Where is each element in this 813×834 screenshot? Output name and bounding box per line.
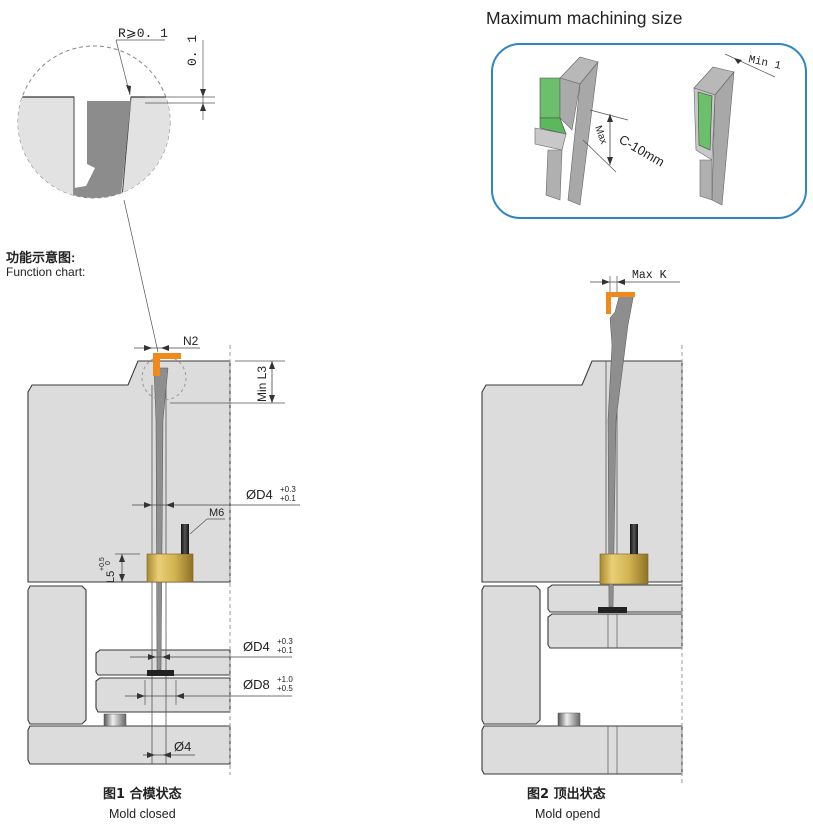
stop-pin	[103, 713, 127, 727]
d8-tol-upper: +1.0	[277, 675, 293, 684]
m6-label: M6	[209, 507, 224, 519]
support-block	[27, 585, 87, 725]
d8-label: ØD8	[243, 677, 270, 692]
pin-head	[598, 607, 627, 613]
n2-label: N2	[183, 334, 199, 348]
l5-tol-lower: 0	[105, 561, 112, 565]
d4-top-tol-lower: +0.1	[280, 494, 296, 503]
cavity-plate	[27, 360, 231, 583]
clamp-plate	[481, 725, 683, 775]
figure-2-mold-opened: Max K 图2 顶出状态 Mold opend	[481, 269, 683, 821]
cavity-plate	[481, 360, 683, 583]
insert-orange	[606, 292, 635, 314]
detail-magnified-view: R⩾0. 1 0. 1	[17, 26, 215, 353]
radius-label: R⩾0. 1	[118, 26, 168, 41]
panel-title: Maximum machining size	[486, 8, 682, 28]
machining-size-panel: Maximum machining size Max C-10mm	[486, 8, 807, 219]
brass-guide-block	[599, 553, 649, 585]
d4-top-label: ØD4	[246, 487, 273, 502]
gap-label: 0. 1	[185, 35, 200, 66]
m6-screw	[630, 524, 638, 554]
figure1-caption-en: Mold closed	[109, 807, 176, 821]
pin-head	[147, 670, 174, 676]
max-k-label: Max K	[632, 269, 667, 282]
d4-bottom-label: ØD4	[243, 639, 270, 654]
ejector-plate	[95, 677, 231, 713]
part-right-illustration: Min 1	[693, 53, 782, 206]
figure2-caption-en: Mold opend	[535, 807, 600, 821]
support-block	[481, 585, 541, 725]
dia4-label: Ø4	[174, 739, 191, 754]
insert-orange	[153, 353, 181, 376]
min-l3-label: Min L3	[255, 366, 269, 402]
figure-1-mold-closed: N2 Min L3 ØD4 +0.3 +0.1 M6 L5 +0.5 0 ØD4…	[27, 334, 300, 821]
leader-line	[123, 199, 159, 353]
d4-top-tol-upper: +0.3	[280, 485, 296, 494]
brass-guide-block	[146, 553, 194, 583]
function-chart-title-en: Function chart:	[6, 265, 85, 279]
stop-pin	[557, 712, 581, 727]
l5-label: L5	[105, 571, 117, 583]
figure2-caption-cn: 图2 顶出状态	[527, 786, 606, 802]
d8-tol-lower: +0.5	[277, 684, 293, 693]
d4-bottom-tol-lower: +0.1	[277, 646, 293, 655]
clamp-plate	[27, 725, 231, 765]
ejector-plate	[547, 613, 683, 649]
d4-bottom-tol-upper: +0.3	[277, 637, 293, 646]
figure1-caption-cn: 图1 合模状态	[103, 786, 182, 802]
function-chart-title-cn: 功能示意图:	[6, 250, 75, 265]
m6-screw	[181, 524, 189, 554]
l5-tol-upper: +0.5	[99, 557, 106, 571]
